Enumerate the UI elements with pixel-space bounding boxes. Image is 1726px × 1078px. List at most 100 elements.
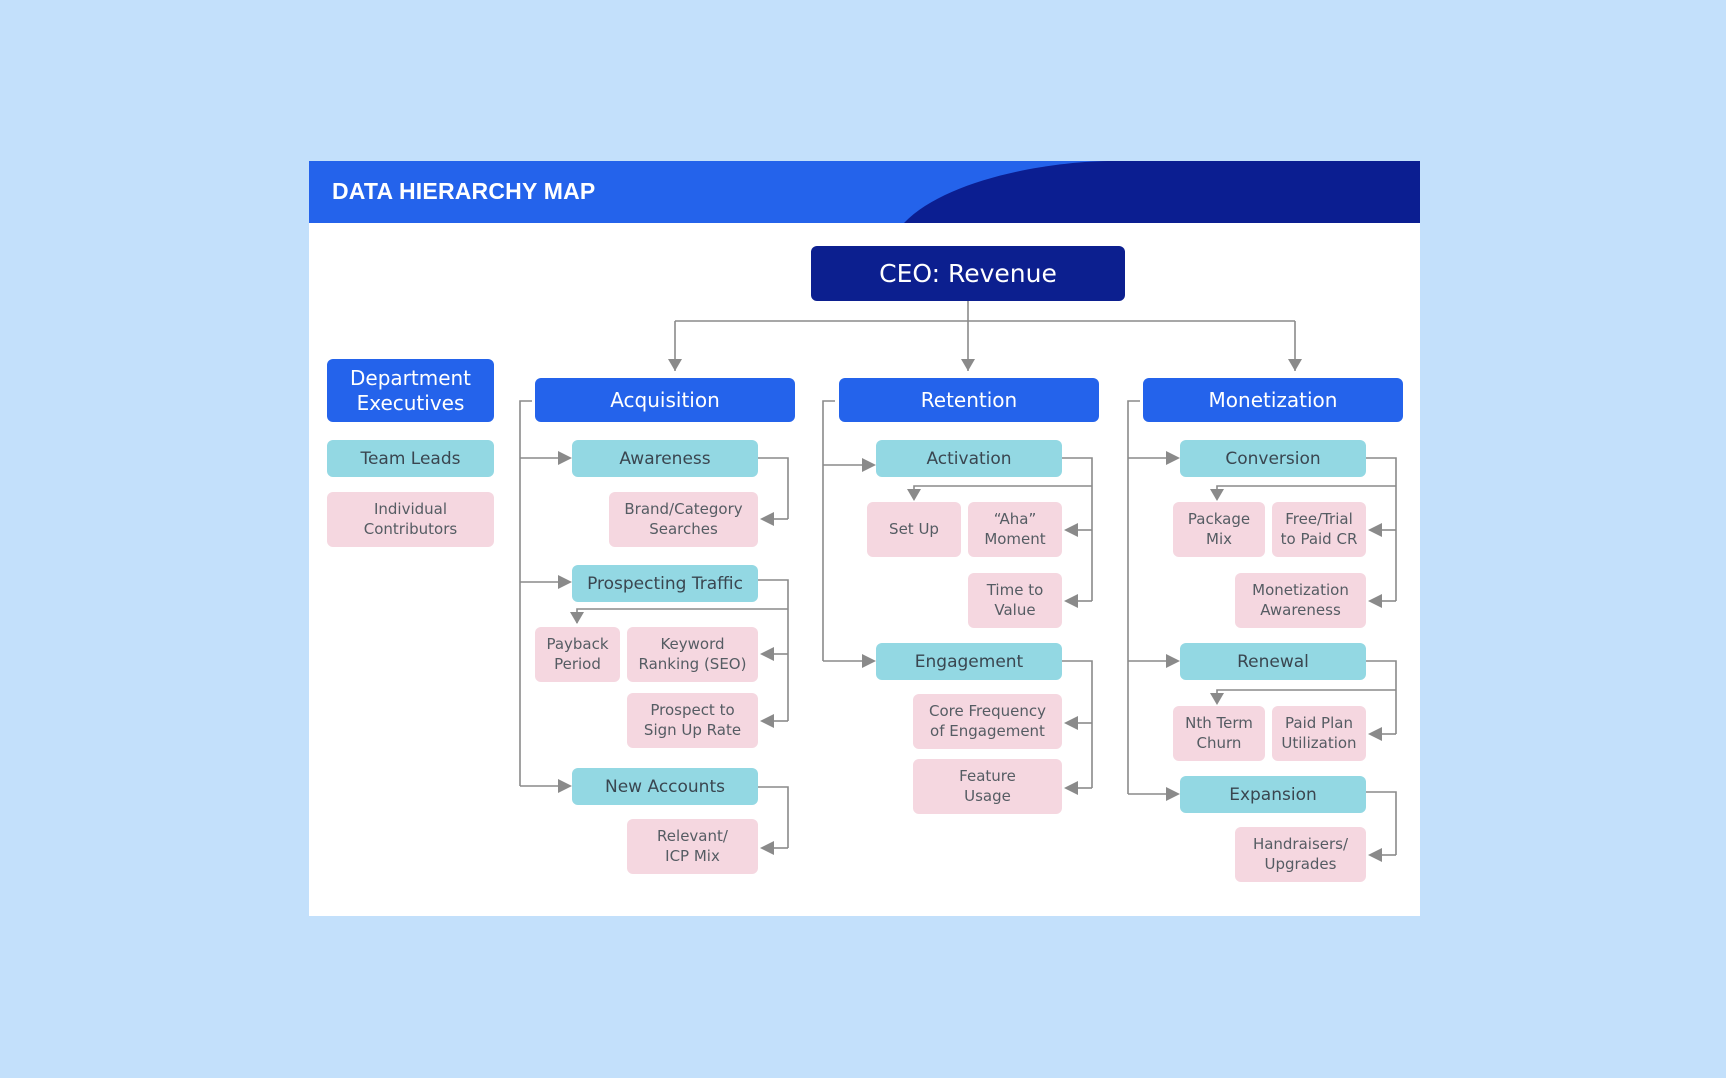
department-spine	[822, 400, 835, 661]
arrowhead	[961, 359, 975, 371]
team-loop	[913, 485, 1092, 498]
arrowhead	[1064, 594, 1078, 608]
metric-label: Relevant/ ICP Mix	[657, 827, 728, 865]
arrowhead	[1368, 523, 1382, 537]
team-engagement: Engagement	[876, 643, 1062, 680]
metric-core-frequency: Core Frequency of Engagement	[913, 694, 1062, 749]
arrowhead	[1064, 781, 1078, 795]
metric-label: Paid Plan Utilization	[1281, 714, 1357, 752]
banner-wave	[904, 161, 1420, 223]
arrowhead	[1166, 451, 1180, 465]
metric-label: Set Up	[889, 519, 939, 538]
metric-relevant-icp-mix: Relevant/ ICP Mix	[627, 819, 758, 874]
metric-handraisers-upgrades: Handraisers/ Upgrades	[1235, 827, 1366, 882]
team-loop	[1216, 485, 1396, 498]
metric-label: Keyword Ranking (SEO)	[638, 635, 747, 673]
metric-label: Prospect to Sign Up Rate	[643, 701, 742, 739]
arrowhead	[1368, 848, 1382, 862]
arrowhead	[862, 654, 876, 668]
arrowhead	[1210, 693, 1224, 705]
arrowhead	[1368, 727, 1382, 741]
arrowhead	[1064, 523, 1078, 537]
ceo-node: CEO: Revenue	[811, 246, 1125, 301]
metric-package-mix: Package Mix	[1173, 502, 1265, 557]
team-loop	[758, 786, 789, 848]
arrowhead	[1166, 787, 1180, 801]
team-renewal: Renewal	[1180, 643, 1366, 680]
arrowhead	[570, 612, 584, 624]
team-expansion-label: Expansion	[1229, 784, 1317, 805]
metric-nth-term-churn: Nth Term Churn	[1173, 706, 1265, 761]
department-acquisition: Acquisition	[535, 378, 795, 422]
team-loop	[1366, 660, 1397, 734]
department-spine	[1127, 400, 1140, 794]
team-engagement-label: Engagement	[914, 651, 1024, 672]
team-prospecting-traffic-label: Prospecting Traffic	[587, 573, 743, 594]
arrowhead	[668, 359, 682, 371]
metric-label: Feature Usage	[959, 767, 1016, 805]
legend-department-executives: Department Executives	[327, 359, 494, 422]
team-loop	[1366, 457, 1397, 601]
arrowhead	[1368, 594, 1382, 608]
legend-contributors-label: Individual Contributors	[363, 500, 458, 538]
ceo-label: CEO: Revenue	[879, 259, 1057, 288]
team-loop	[576, 608, 788, 623]
team-loop	[1216, 689, 1396, 702]
metric-monetization-awareness: Monetization Awareness	[1235, 573, 1366, 628]
metric-label: Core Frequency of Engagement	[929, 702, 1046, 740]
legend-team-leads: Team Leads	[327, 440, 494, 477]
metric-label: “Aha” Moment	[984, 510, 1046, 548]
metric-time-to-value: Time to Value	[968, 573, 1062, 628]
title-banner: DATA HIERARCHY MAP	[309, 161, 1420, 223]
team-activation-label: Activation	[926, 448, 1012, 469]
department-monetization: Monetization	[1143, 378, 1403, 422]
metric-aha-moment: “Aha” Moment	[968, 502, 1062, 557]
arrowhead	[1064, 716, 1078, 730]
team-conversion-label: Conversion	[1225, 448, 1321, 469]
metric-label: Payback Period	[546, 635, 609, 673]
arrowhead	[760, 512, 774, 526]
diagram-slide: DATA HIERARCHY MAP CEO: Revenue Departme…	[309, 161, 1420, 916]
department-spine	[519, 400, 532, 786]
team-expansion: Expansion	[1180, 776, 1366, 813]
arrowhead	[1288, 359, 1302, 371]
metric-label: Nth Term Churn	[1185, 714, 1253, 752]
metric-payback-period: Payback Period	[535, 627, 620, 682]
metric-label: Brand/Category Searches	[624, 500, 743, 538]
legend-executives-label: Department Executives	[349, 366, 472, 415]
connector-lines	[519, 301, 1397, 862]
team-loop	[1062, 660, 1093, 788]
team-conversion: Conversion	[1180, 440, 1366, 477]
arrowhead	[1210, 489, 1224, 501]
arrowhead	[558, 575, 572, 589]
metric-keyword-ranking: Keyword Ranking (SEO)	[627, 627, 758, 682]
metric-label: Free/Trial to Paid CR	[1280, 510, 1358, 548]
team-new-accounts-label: New Accounts	[605, 776, 725, 797]
department-retention-label: Retention	[920, 387, 1018, 412]
arrowhead	[760, 647, 774, 661]
metric-label: Handraisers/ Upgrades	[1252, 835, 1349, 873]
legend-team-leads-label: Team Leads	[360, 448, 461, 469]
department-monetization-label: Monetization	[1208, 387, 1338, 412]
team-prospecting-traffic: Prospecting Traffic	[572, 565, 758, 602]
department-retention: Retention	[839, 378, 1099, 422]
arrowhead	[907, 489, 921, 501]
legend-individual-contributors: Individual Contributors	[327, 492, 494, 547]
arrowhead	[862, 458, 876, 472]
department-acquisition-label: Acquisition	[610, 387, 720, 412]
metric-brand-category-searches: Brand/Category Searches	[609, 492, 758, 547]
metric-label: Monetization Awareness	[1252, 581, 1349, 619]
arrowhead	[558, 451, 572, 465]
team-new-accounts: New Accounts	[572, 768, 758, 805]
team-awareness-label: Awareness	[619, 448, 711, 469]
team-loop	[1062, 457, 1093, 601]
team-awareness: Awareness	[572, 440, 758, 477]
arrowhead	[558, 779, 572, 793]
team-activation: Activation	[876, 440, 1062, 477]
team-loop	[1366, 791, 1397, 855]
metric-free-trial-to-paid: Free/Trial to Paid CR	[1272, 502, 1366, 557]
metric-prospect-to-sign-up-rate: Prospect to Sign Up Rate	[627, 693, 758, 748]
metric-set-up: Set Up	[867, 502, 961, 557]
page-title: DATA HIERARCHY MAP	[332, 178, 596, 204]
metric-label: Package Mix	[1187, 510, 1251, 548]
